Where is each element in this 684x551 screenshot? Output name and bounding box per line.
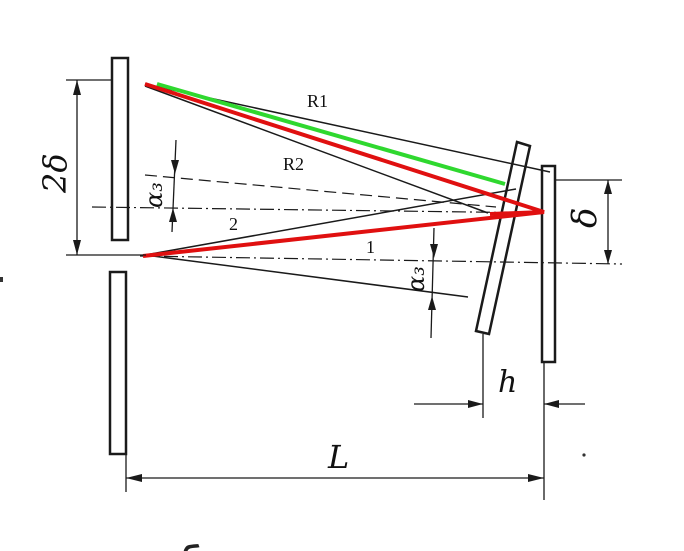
label-alpha-upper: α₃ [140,182,168,208]
right-mirror-tilted [474,140,532,336]
dim-delta-arrow-bottom [604,250,612,264]
dim-L-arrow-left [126,474,142,482]
ray-red-r2 [144,82,545,216]
dim-h-arrow-right [544,400,559,408]
dim-2delta-arrow-top [73,80,81,95]
label-delta: δ [565,208,605,228]
axis-tilted [144,174,497,208]
alpha-lower-arrow-bottom [428,296,436,310]
ray-red-1 [142,210,545,258]
dim-h-arrow-left [468,400,483,408]
ray-black-b [144,85,489,214]
left-plate-upper [110,56,130,242]
dim-2delta-arrow-bottom [73,240,81,255]
label-R2: R2 [283,154,304,174]
alpha-lower-arrow-top [430,244,438,258]
dim-L-arrow-right [528,474,544,482]
ray-green-r1 [156,82,506,186]
label-ray-2: 2 [229,214,238,234]
footer-cut-text: ют быть определены по мини [116,541,684,551]
alpha-upper-arrow-top [171,160,179,174]
axis-upper [91,206,546,214]
label-alpha-lower: α₃ [402,266,430,292]
axis-lower [139,255,623,265]
label-L: L [327,438,349,476]
dim-delta-arrow-top [604,180,612,194]
label-ray-1: 1 [366,237,375,257]
label-R1: R1 [307,91,328,111]
scan-speck-right [582,453,586,457]
label-h: h [498,365,517,400]
scan-speck-left [0,277,3,282]
left-plate-lower [108,270,128,456]
ray-black-d [144,254,469,298]
alpha-upper-arrow-bottom [169,208,177,222]
ray-black-c [144,188,517,256]
label-2delta: 2δ [36,153,74,194]
right-mirror-fixed [540,164,557,364]
